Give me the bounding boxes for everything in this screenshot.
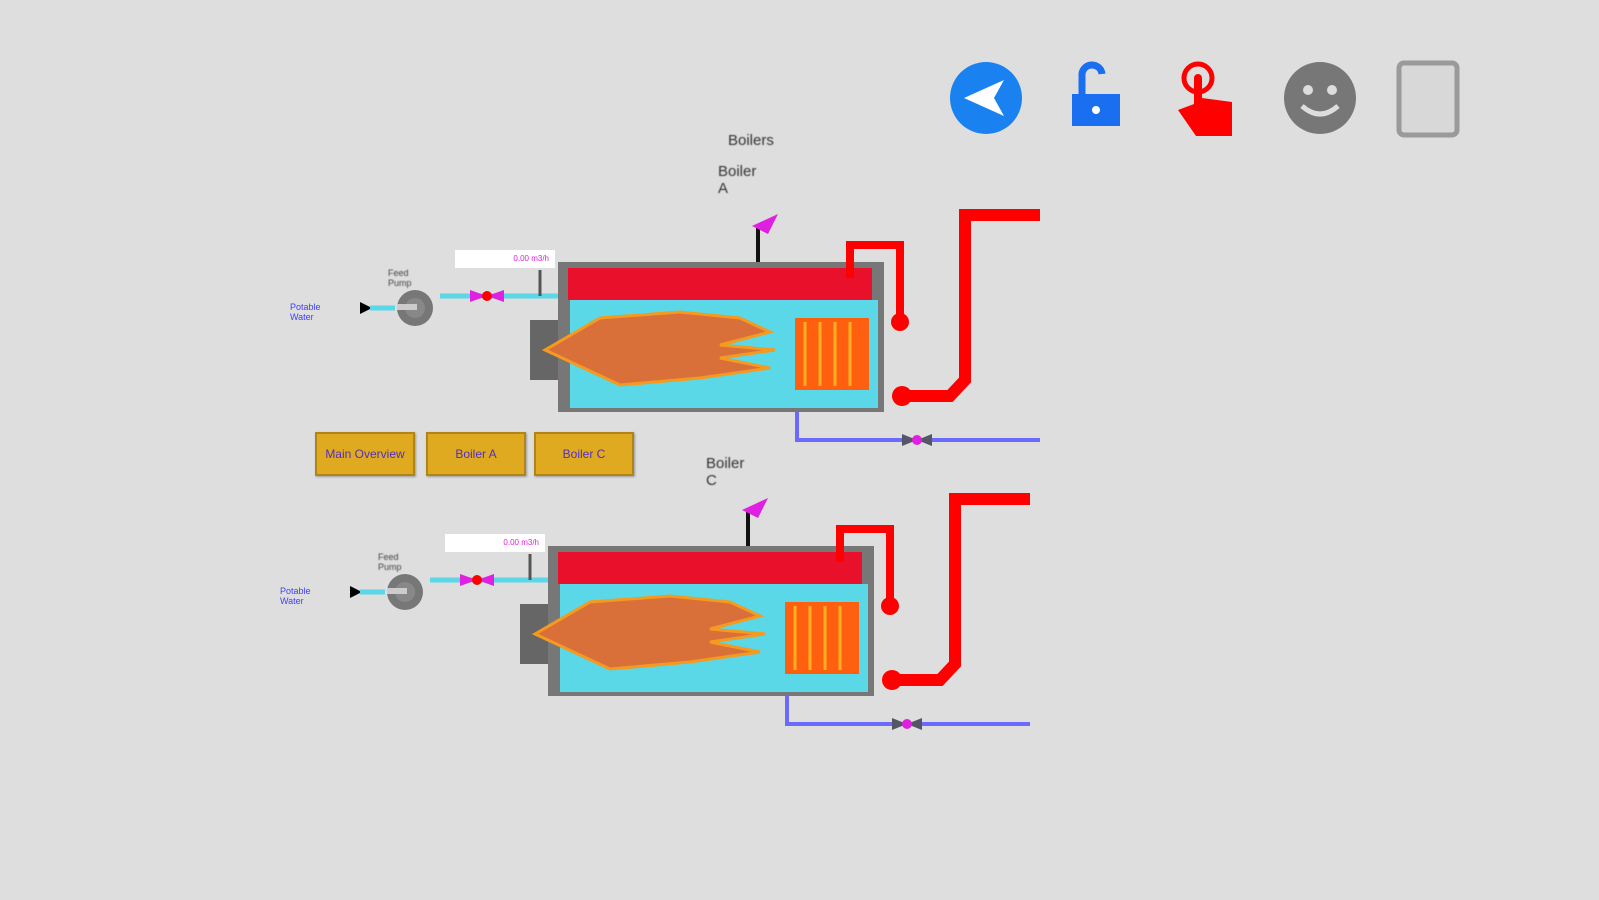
pump-label: Feed Pump xyxy=(388,268,412,288)
feed-valve-icon[interactable] xyxy=(460,574,494,586)
boiler-a-button[interactable]: Boiler A xyxy=(426,432,526,476)
smiley-icon[interactable] xyxy=(1282,60,1362,140)
main-overview-button[interactable]: Main Overview xyxy=(315,432,415,476)
heat-exchanger-icon xyxy=(785,602,859,674)
feed-pump-icon[interactable] xyxy=(387,574,423,610)
flow-readout: 0.00 m3/h xyxy=(455,250,555,268)
boiler-title: Boiler A xyxy=(718,163,757,197)
unlock-icon[interactable] xyxy=(1068,60,1148,140)
boiler-c-button[interactable]: Boiler C xyxy=(534,432,634,476)
inlet-arrow-icon xyxy=(360,302,372,314)
flow-readout: 0.00 m3/h xyxy=(445,534,545,552)
tablet-icon[interactable] xyxy=(1396,60,1476,140)
flame-icon xyxy=(531,594,766,671)
safety-valve-icon[interactable] xyxy=(752,214,778,234)
source-label: Potable Water xyxy=(290,302,321,322)
page-title: Boilers xyxy=(728,132,774,149)
safety-valve-icon[interactable] xyxy=(742,498,768,518)
source-label: Potable Water xyxy=(280,586,311,606)
feed-pump-icon[interactable] xyxy=(397,290,433,326)
heat-exchanger-icon xyxy=(795,318,869,390)
inlet-arrow-icon xyxy=(350,586,362,598)
pump-label: Feed Pump xyxy=(378,552,402,572)
flame-icon xyxy=(541,310,776,387)
navigate-back-icon[interactable] xyxy=(948,60,1028,140)
touch-icon[interactable] xyxy=(1172,60,1252,140)
boiler-title: Boiler C xyxy=(706,455,745,489)
drain-valve-icon[interactable] xyxy=(902,434,932,446)
drain-valve-icon[interactable] xyxy=(892,718,922,730)
feed-valve-icon[interactable] xyxy=(470,290,504,302)
